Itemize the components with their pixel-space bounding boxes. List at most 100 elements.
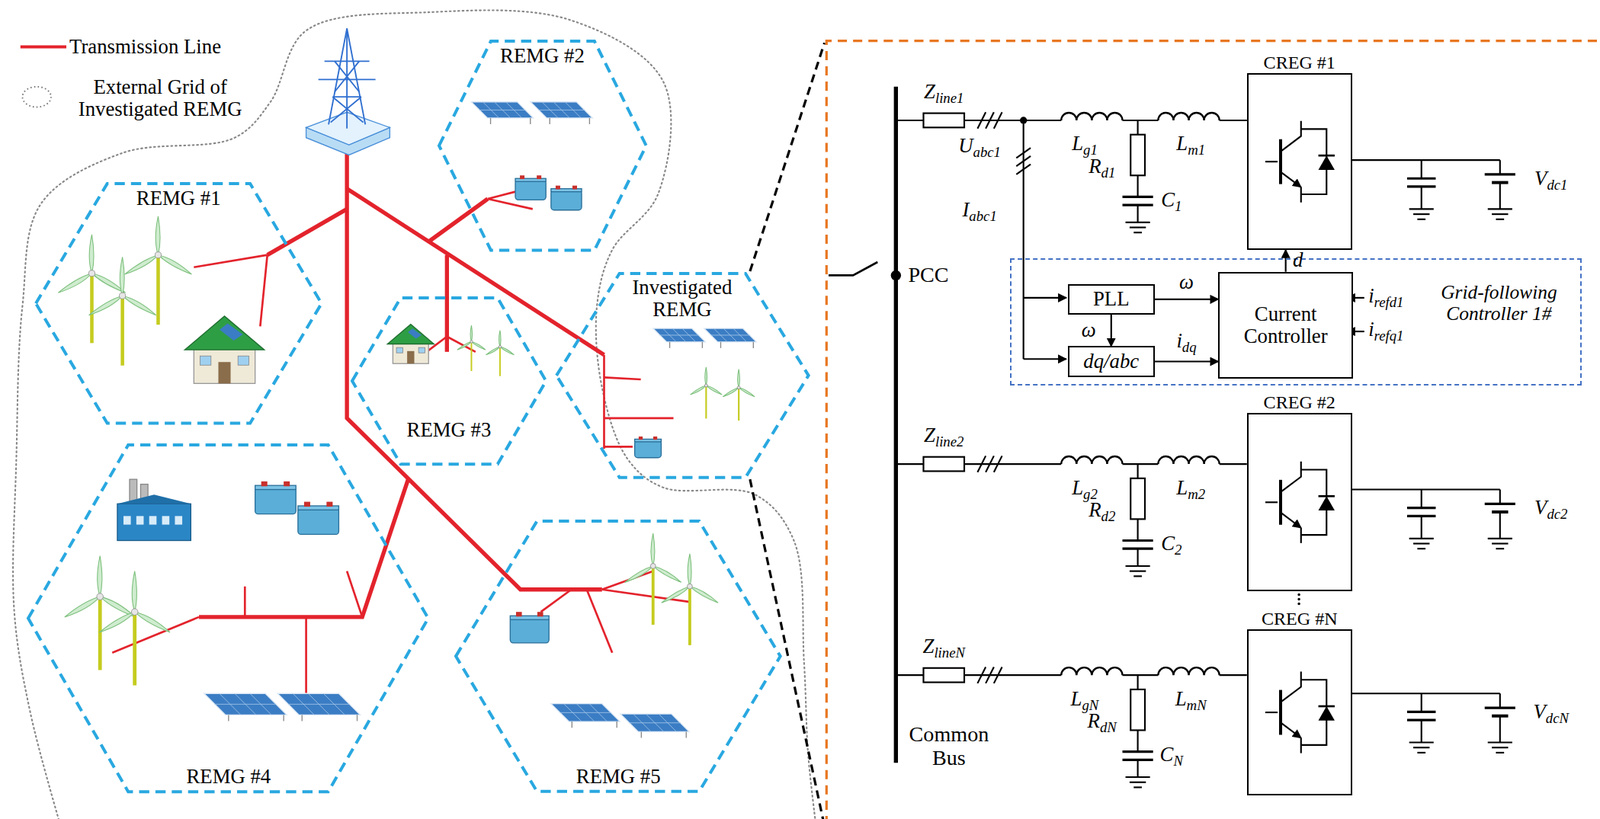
converter-box: CREG #N (1247, 629, 1353, 796)
drawing-part (556, 273, 809, 478)
three-phase-mark (993, 666, 1003, 683)
drawing-part (133, 609, 171, 635)
feeder-line (586, 589, 613, 654)
edge-label: d (1292, 250, 1303, 273)
house (184, 316, 264, 384)
wire (1280, 121, 1302, 152)
drawing-part (98, 610, 136, 635)
drawing-part (123, 516, 132, 525)
panel-leg (282, 715, 284, 722)
wind-turbine (456, 325, 486, 372)
wire (1265, 160, 1278, 163)
wire (1279, 480, 1283, 526)
drawing-part (277, 693, 360, 716)
drawing-part (87, 294, 124, 318)
hexagon-outline (439, 41, 647, 251)
signal-label: Vdc2 (1534, 497, 1568, 523)
drawing-part (455, 521, 781, 792)
drawing-part (96, 593, 104, 601)
ground-symbol (1491, 747, 1508, 749)
wire (1420, 160, 1423, 179)
drawing-part (537, 612, 544, 617)
drawing-part (737, 369, 741, 388)
drawing-part (624, 564, 655, 585)
signal-label: C2 (1160, 533, 1182, 559)
igbt-symbol (1265, 121, 1335, 203)
drawing-part: d2 (1101, 508, 1116, 525)
panel-leg (753, 342, 754, 349)
feeder-line (304, 617, 308, 694)
drawing-part: C (1160, 532, 1175, 556)
wire (1499, 716, 1501, 744)
damping-resistor (1130, 478, 1145, 520)
drawing-part (89, 234, 94, 274)
drawing-part: Z (923, 80, 936, 104)
panel-leg (571, 721, 573, 728)
feeder-line (243, 586, 247, 618)
wire (1137, 519, 1139, 541)
three-phase-mark (1016, 156, 1031, 167)
signal-connector (1110, 314, 1113, 347)
signal-connector (1154, 360, 1219, 363)
drawing-part (407, 351, 414, 364)
wire (1352, 159, 1501, 161)
wire (1219, 674, 1248, 677)
wire (1420, 490, 1423, 509)
feeder-line (603, 445, 632, 449)
microgrid-hexagon: Investigated REMG (556, 273, 809, 478)
hexagon-outline (455, 521, 781, 792)
edge-label: ω (1179, 272, 1194, 295)
wind-turbine (57, 234, 127, 344)
drawing-part (119, 292, 126, 299)
ground-symbol (1133, 231, 1142, 234)
drawing-part (28, 445, 429, 792)
wire (964, 119, 1062, 122)
drawing-part (499, 330, 501, 347)
ground-symbol (1129, 570, 1146, 573)
drawing-part (132, 612, 137, 686)
drawing-part: L (1176, 476, 1188, 500)
battery (255, 481, 297, 515)
drawing-part: I (961, 198, 969, 222)
battery-plate (1484, 706, 1516, 709)
ground-symbol (1409, 538, 1434, 540)
drawing-part (509, 618, 549, 644)
feeder-line (540, 589, 571, 613)
drawing-part: i (1176, 330, 1182, 353)
tower-strut (332, 96, 361, 98)
tower-strut (334, 60, 360, 92)
ground-symbol (1409, 741, 1434, 744)
ground-symbol (1495, 752, 1504, 754)
battery-plate (1484, 503, 1516, 506)
drawing-part (485, 346, 501, 356)
signal-label: Zline2 (923, 425, 964, 451)
drawing-part (470, 325, 472, 342)
wire (1265, 711, 1278, 714)
capacitor-plate (1407, 177, 1436, 180)
drawing-part (121, 293, 158, 318)
wire (1420, 516, 1423, 539)
three-phase-mark (993, 455, 1003, 472)
capacitor-plate (1407, 506, 1436, 510)
signal-label: RdN (1087, 710, 1117, 736)
ground-symbol (1417, 752, 1426, 754)
panel-leg (301, 715, 303, 722)
wire (1280, 513, 1302, 529)
drawing-part: abc1 (968, 208, 997, 225)
drawing-part: dc2 (1546, 506, 1568, 523)
converter-box: CREG #1 (1247, 73, 1353, 251)
node-label: REMG #1 (35, 187, 322, 210)
drawing-part (498, 345, 501, 348)
signal-connector (1285, 250, 1287, 273)
node-label: PLL (1093, 288, 1130, 311)
wire (1318, 495, 1335, 498)
capacitor-plate (1122, 539, 1154, 542)
drawing-part (193, 346, 255, 384)
drawing-part (516, 612, 523, 617)
panel-grid (629, 722, 681, 724)
ground-symbol (1417, 548, 1426, 550)
wire (1279, 139, 1283, 185)
ground-symbol (1487, 208, 1513, 210)
wire (1499, 693, 1501, 709)
